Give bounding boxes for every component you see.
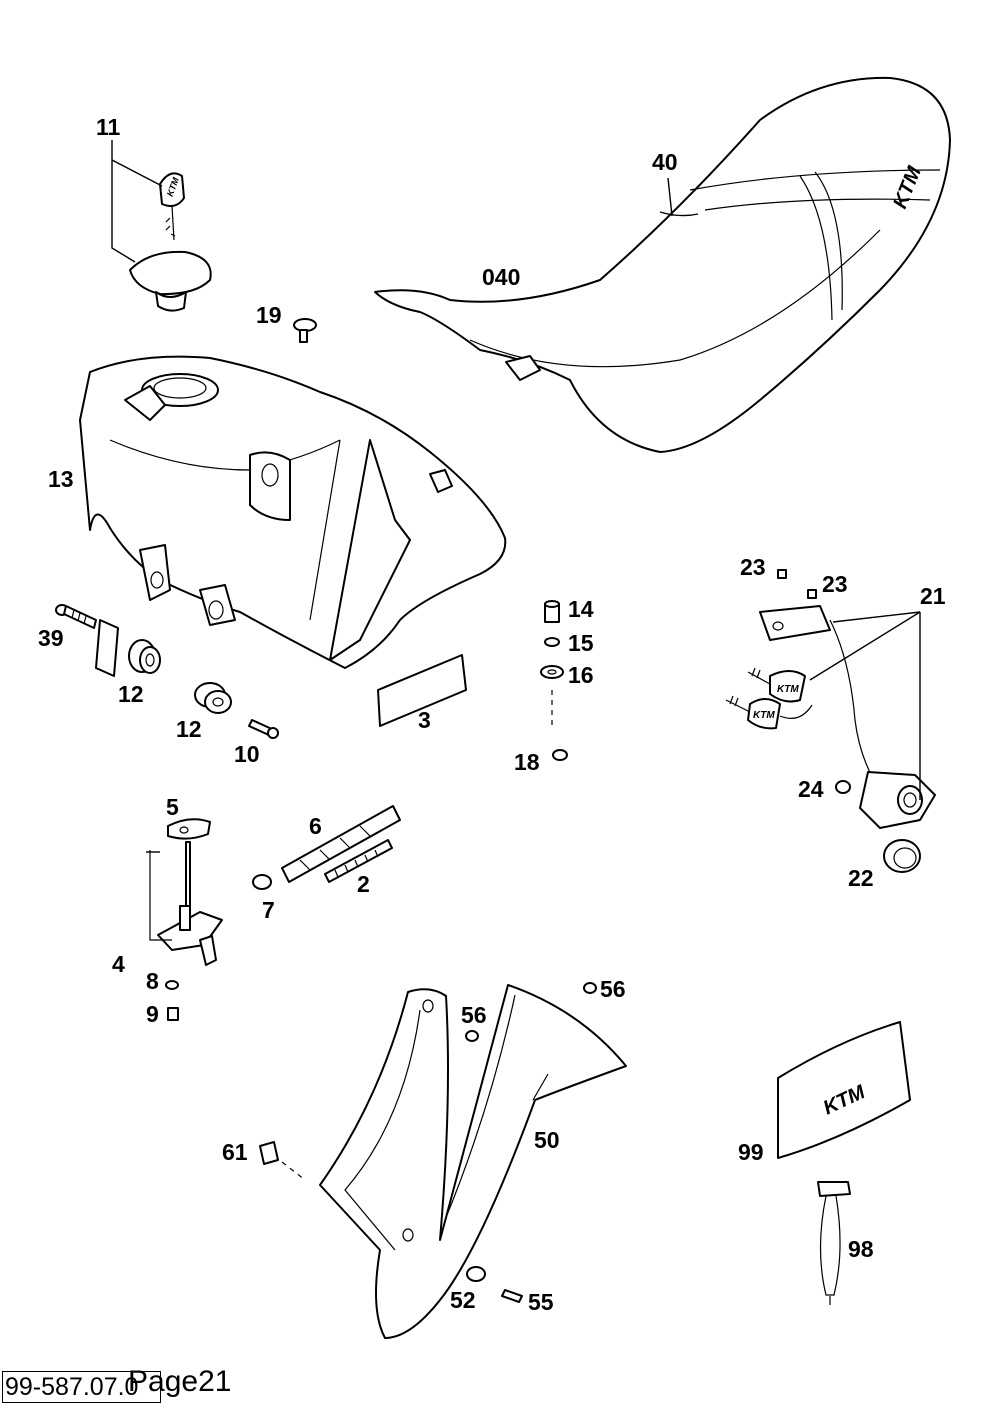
callout-22: 22 bbox=[848, 865, 874, 891]
side-panel bbox=[259, 982, 627, 1339]
callout-52: 52 bbox=[450, 1287, 476, 1313]
bolt-stack bbox=[540, 600, 568, 761]
leader-lines bbox=[111, 140, 921, 853]
callout-11: 11 bbox=[96, 114, 121, 140]
callout-21: 21 bbox=[920, 583, 946, 609]
callout-12a: 12 bbox=[118, 681, 144, 707]
svg-text:KTM: KTM bbox=[777, 684, 799, 695]
callout-6: 6 bbox=[309, 813, 322, 839]
callout-50: 50 bbox=[534, 1127, 560, 1153]
callout-19: 19 bbox=[256, 302, 282, 328]
callout-61: 61 bbox=[222, 1139, 248, 1165]
document-code: 99-587.07.0 bbox=[2, 1371, 161, 1403]
bushing-12b bbox=[194, 682, 232, 714]
fuel-tank bbox=[79, 355, 507, 669]
callout-8: 8 bbox=[146, 968, 159, 994]
callout-24: 24 bbox=[798, 776, 824, 802]
callout-13: 13 bbox=[48, 466, 74, 492]
ignition-lock-set: KTM KTM bbox=[725, 569, 936, 873]
callout-39: 39 bbox=[38, 625, 64, 651]
callout-12b: 12 bbox=[176, 716, 202, 742]
callout-56a: 56 bbox=[600, 976, 626, 1002]
callout-4: 4 bbox=[112, 951, 125, 977]
bushing-12a bbox=[128, 639, 161, 674]
callout-14: 14 bbox=[568, 596, 594, 622]
callout-56b: 56 bbox=[461, 1002, 487, 1028]
callout-16: 16 bbox=[568, 662, 594, 688]
callout-55: 55 bbox=[528, 1289, 554, 1315]
callout-99: 99 bbox=[738, 1139, 764, 1165]
callout-10: 10 bbox=[234, 741, 260, 767]
callout-40: 40 bbox=[652, 149, 678, 175]
callout-98: 98 bbox=[848, 1236, 874, 1262]
callout-040: 040 bbox=[482, 264, 520, 290]
screw-10 bbox=[248, 719, 279, 739]
svg-text:KTM: KTM bbox=[753, 710, 775, 721]
callout-23b: 23 bbox=[822, 571, 848, 597]
callout-23a: 23 bbox=[740, 554, 766, 580]
fuel-hose bbox=[252, 805, 401, 890]
tool-98 bbox=[817, 1181, 851, 1305]
callout-2: 2 bbox=[357, 871, 370, 897]
sticker-card-99: KTM bbox=[777, 1021, 911, 1159]
callout-3: 3 bbox=[418, 707, 431, 733]
screw-39 bbox=[55, 604, 119, 677]
callout-5: 5 bbox=[166, 794, 179, 820]
callout-15: 15 bbox=[568, 630, 594, 656]
callouts: 11 40 040 19 13 39 12 12 10 3 14 15 16 1… bbox=[38, 114, 946, 1315]
callout-18: 18 bbox=[514, 749, 540, 775]
filler-cap: KTM bbox=[129, 172, 212, 312]
seat: KTM bbox=[374, 76, 951, 453]
fuel-tap bbox=[149, 818, 223, 1021]
page-number: Page21 bbox=[128, 1365, 232, 1398]
callout-9: 9 bbox=[146, 1001, 159, 1027]
screw-19 bbox=[293, 318, 317, 343]
sticker-3 bbox=[377, 654, 467, 727]
callout-7: 7 bbox=[262, 897, 275, 923]
